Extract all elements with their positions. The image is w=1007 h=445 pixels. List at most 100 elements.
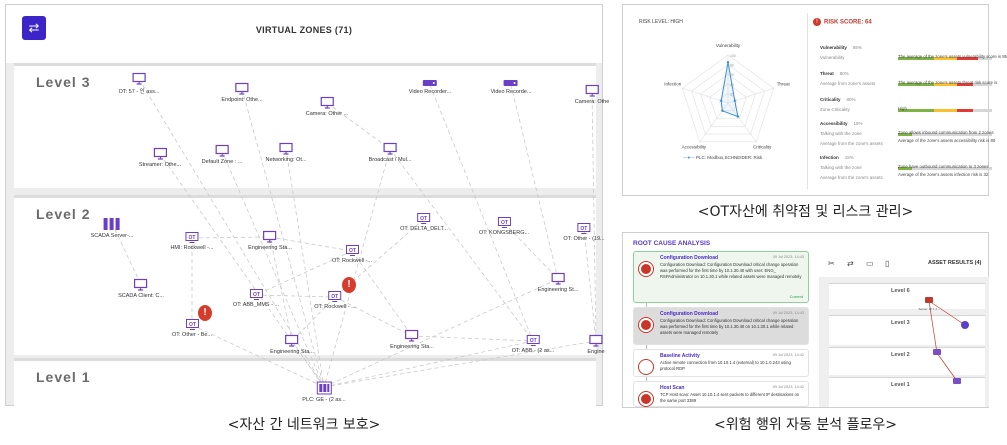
radar-point [726, 61, 730, 64]
zone-node[interactable]: Broadcast / Mul... [369, 142, 411, 163]
zone-node[interactable]: Video Recorde... [490, 79, 532, 95]
radar-tick-label: 80 [730, 64, 734, 68]
panel-icon[interactable]: ▯ [885, 259, 890, 268]
zone-node-label: OT: Rockwell - ... [314, 304, 356, 310]
zone-node[interactable]: OT OT: ABB - (2 as... [511, 335, 555, 354]
ot-icon: OT [185, 232, 199, 243]
zone-node-label: SCADA Server-... [90, 233, 134, 239]
mini-level-1: Level 1 [829, 377, 985, 407]
zone-node[interactable]: Default Zone : ... [202, 144, 242, 165]
radar-tick-label: 100 [730, 54, 736, 58]
alert-icon [639, 262, 653, 276]
caption-rca: <위험 행위 자동 분석 플로우> [714, 417, 897, 433]
radar-point [733, 99, 736, 103]
recorder-icon [423, 80, 437, 86]
plc-icon [316, 381, 332, 395]
radar-point [721, 109, 724, 113]
swap-icon[interactable]: ⇄ [847, 259, 854, 268]
svg-text:OT: OT [349, 248, 356, 254]
zone-node[interactable]: OT OT: Other - (19... [563, 223, 605, 242]
level-label: Level 3 [36, 74, 91, 90]
radar-axis-label: Vulnerability [716, 43, 741, 48]
zone-node-label: OT: ABB - (2 as... [511, 348, 555, 354]
swap-view-button[interactable]: ⇄ [22, 16, 46, 40]
zone-node-label: Streamer: Othe... [138, 162, 182, 168]
cut-icon[interactable]: ✂ [828, 259, 835, 268]
alert-icon[interactable]: ! [342, 277, 356, 293]
monitor-icon [383, 142, 397, 155]
risk-metric-desc: Average of the zone's assets infection r… [898, 172, 989, 177]
radar-legend: —●— PLC: Modbus,SCHNEIDER: Risk [683, 155, 762, 160]
alert-icon[interactable]: ! [198, 305, 212, 321]
zone-node[interactable]: Camera: Other ... [306, 96, 348, 117]
zone-node-label: OT: Other - (19... [563, 236, 605, 242]
zone-node[interactable]: Engineering St... [537, 272, 579, 293]
risk-metric-desc: Zone allows inbound communication from 2… [898, 130, 994, 135]
radar-legend-label: PLC: Modbus,SCHNEIDER: Risk [695, 155, 763, 160]
monitor-icon [589, 334, 603, 347]
alert-icon [639, 392, 653, 406]
radar-point [720, 99, 723, 103]
radar-point [736, 115, 740, 118]
svg-text:OT: OT [253, 292, 260, 298]
svg-text:OT: OT [581, 226, 588, 232]
monitor-icon [279, 142, 293, 155]
monitor-icon [263, 230, 277, 243]
zone-node[interactable]: OT OT: Rockwell -... [332, 245, 372, 264]
monitor-icon [235, 82, 249, 95]
level-label: Level 1 [36, 369, 91, 385]
radar-axis-label: Threat [777, 82, 791, 87]
zone-node-label: Networking: Ot... [265, 157, 307, 163]
zone-node[interactable]: PLC: GE - (2 as... [302, 381, 346, 403]
ot-icon: OT [526, 335, 540, 346]
zone-node[interactable]: SCADA Client: C... [118, 278, 164, 299]
zone-node[interactable]: Endpoint: Othe... [221, 82, 263, 103]
zone-node-label: OT: DELTA_DELT... [400, 226, 448, 232]
zone-node[interactable]: OT: 57 - 인 ass... [119, 72, 159, 95]
zone-node[interactable]: Camera: Othe [575, 84, 609, 105]
monitor-icon [285, 334, 299, 347]
zone-node-label: Engineering St... [537, 287, 579, 293]
svg-text:OT: OT [421, 216, 428, 222]
zone-node-label: OT: Rockwell -... [331, 258, 373, 264]
monitor-icon [132, 72, 146, 85]
risk-score-bar [898, 47, 992, 60]
ot-icon: OT [497, 217, 511, 228]
level-band-3: Level 3 [14, 63, 596, 188]
mini-level-2: Level 2 [829, 347, 985, 375]
zone-node-label: Video Recorde... [490, 89, 532, 95]
zone-node[interactable]: Streamer: Othe... [138, 147, 182, 168]
rectangle-icon[interactable]: ▭ [866, 259, 874, 268]
zone-node[interactable]: Engineering Sta... [248, 230, 292, 251]
risk-score-bar [898, 99, 992, 112]
zone-node[interactable]: Networking: Ot... [265, 142, 307, 163]
radar-axis-label: Criticality [753, 144, 772, 149]
svg-text:Server: W 7-7...: Server: W 7-7... [918, 307, 939, 311]
zone-node[interactable]: Engineering Sta... [390, 329, 434, 350]
zone-node[interactable]: Engine [587, 334, 605, 355]
zone-node[interactable]: SCADA Server-... [90, 217, 134, 239]
zone-node[interactable]: Video Recorder... [409, 79, 451, 95]
svg-text:OT: OT [530, 338, 537, 344]
zone-node-label: Engineering Sta... [270, 349, 314, 355]
monitor-icon [215, 144, 229, 157]
zone-node-label: OT: Other - Be... [171, 332, 213, 338]
monitor-icon [405, 329, 419, 342]
zone-node[interactable]: Engineering Sta... [270, 334, 314, 355]
risk-score-bar [898, 73, 992, 86]
zone-node[interactable]: OT OT: DELTA_DELT... [400, 213, 448, 232]
